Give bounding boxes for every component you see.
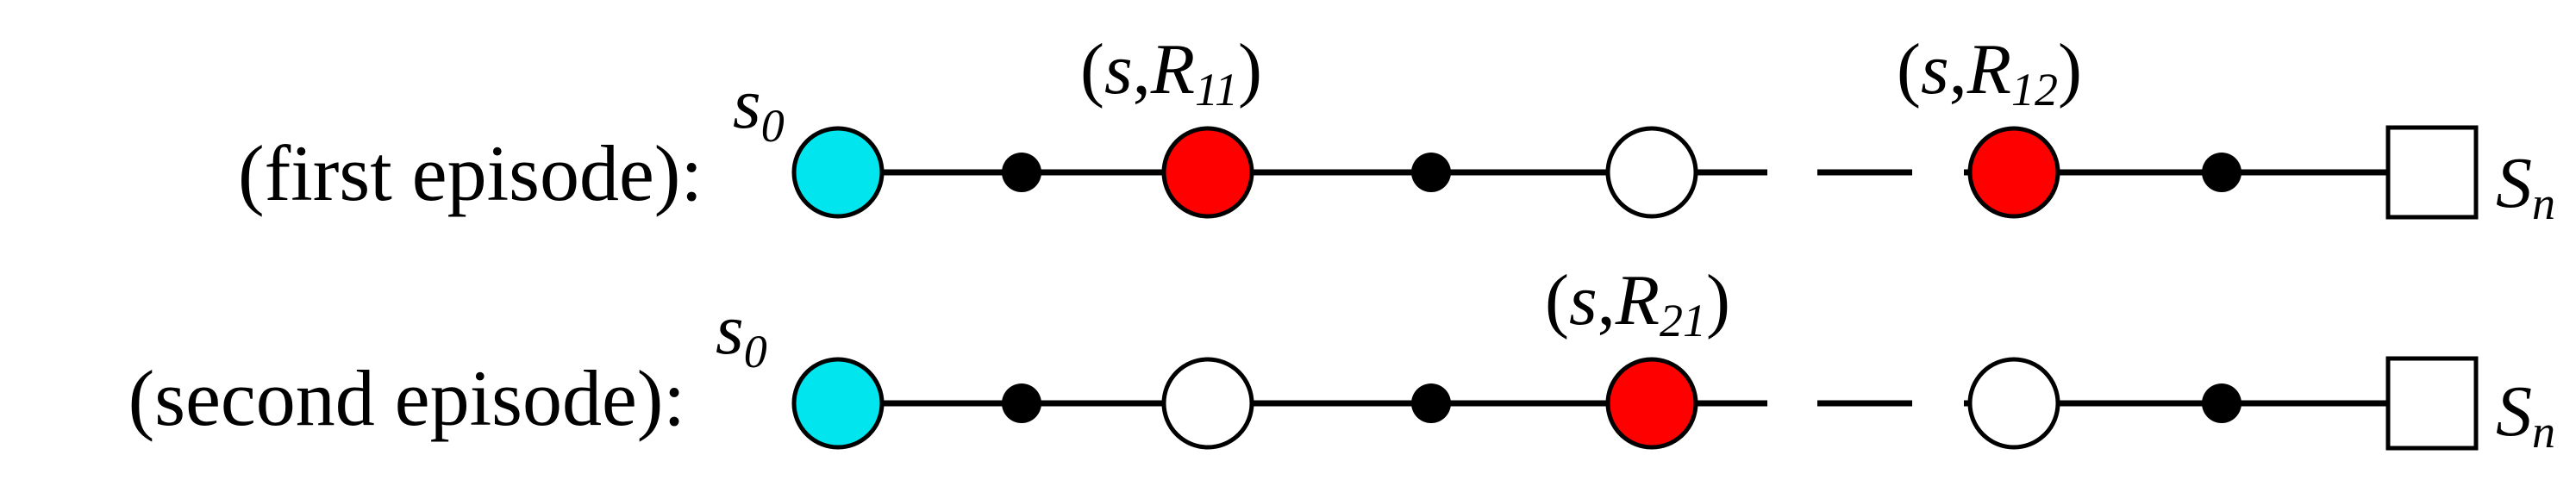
second-action-dot-1 [1002, 383, 1041, 423]
first-visited-node-2 [1967, 126, 2060, 219]
first-action-dot-3 [2202, 153, 2241, 192]
first-annotation-1: (s,R11) [1080, 29, 1262, 115]
first-episode-row: (first episode): s0 Sn (s,R11) (s,R12) [238, 29, 2555, 229]
second-episode-label: (second episode): [128, 354, 685, 442]
first-terminal-node [2385, 125, 2479, 220]
second-start-label: s0 [716, 290, 767, 377]
second-other-node-2 [1967, 357, 2060, 450]
first-action-dot-2 [1411, 153, 1451, 192]
second-terminal-node [2385, 356, 2479, 451]
second-action-dot-2 [1411, 383, 1451, 423]
first-visited-node-1 [1161, 126, 1254, 219]
second-annotation-1: (s,R21) [1545, 260, 1730, 346]
second-visited-node [1605, 357, 1698, 450]
second-episode-row: (second episode): s0 Sn (s,R21) [128, 260, 2555, 458]
first-action-dot-1 [1002, 153, 1041, 192]
first-start-label: s0 [733, 64, 785, 152]
second-end-label: Sn [2496, 371, 2555, 458]
second-start-node [791, 357, 885, 450]
first-annotation-2: (s,R12) [1897, 29, 2082, 115]
first-end-label: Sn [2496, 143, 2555, 229]
second-other-node-1 [1161, 357, 1254, 450]
first-episode-label: (first episode): [238, 129, 703, 217]
first-other-node [1605, 126, 1698, 219]
first-start-node [791, 126, 885, 219]
second-action-dot-3 [2202, 383, 2241, 423]
